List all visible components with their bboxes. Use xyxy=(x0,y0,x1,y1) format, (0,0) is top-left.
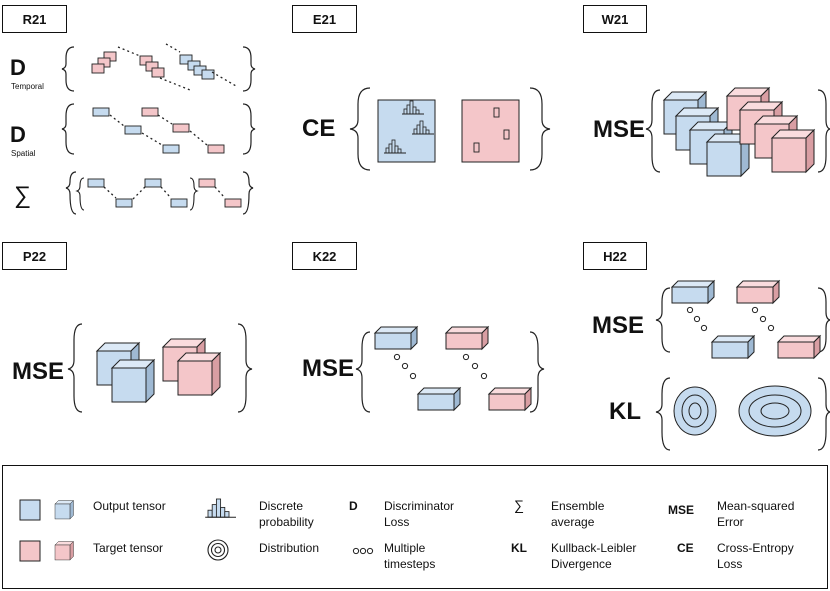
r21-spatial-group xyxy=(61,103,256,155)
legend-hist-icon xyxy=(205,498,236,518)
legend-timesteps-label: Multiple timesteps xyxy=(384,541,436,571)
tag-r21: R21 xyxy=(2,5,67,33)
r21-temporal-label: Temporal xyxy=(11,82,44,91)
p22-loss-label: MSE xyxy=(12,358,65,385)
r21-sum-symbol: ∑ xyxy=(14,182,32,209)
legend-box xyxy=(2,465,828,589)
legend-discriminator-label: Discriminator Loss xyxy=(384,499,455,529)
legend-discrete-label: Discrete probability xyxy=(259,499,314,529)
legend-sum-code: ∑ xyxy=(514,497,524,513)
legend-kl-label: Kullback-Leibler Divergence xyxy=(551,541,637,571)
k22-loss-label: MSE xyxy=(302,355,355,382)
legend-mse-label: Mean-squared Error xyxy=(717,499,795,529)
r21-d-temporal: D xyxy=(10,55,26,80)
h22-mse-graphic xyxy=(655,280,830,359)
tag-w21: W21 xyxy=(583,5,647,33)
legend-ce-code: CE xyxy=(677,541,694,555)
legend-d-code: D xyxy=(349,499,358,513)
w21-graphic xyxy=(645,87,830,177)
legend-target-label: Target tensor xyxy=(93,541,164,555)
h22-mse-label: MSE xyxy=(592,312,645,339)
r21-d-spatial: D xyxy=(10,122,26,147)
r21-ensemble-group xyxy=(65,171,254,215)
e21-loss-label: CE xyxy=(302,115,336,142)
tag-k22: K22 xyxy=(292,242,357,270)
e21-graphic xyxy=(349,87,551,171)
legend-timesteps-icon xyxy=(352,547,374,555)
legend-kl-code: KL xyxy=(511,541,527,555)
h22-kl-graphic xyxy=(655,377,830,451)
legend-output-label: Output tensor xyxy=(93,499,166,513)
k22-graphic xyxy=(355,326,545,413)
r21-spatial-label: Spatial xyxy=(11,149,36,158)
legend-icons xyxy=(19,498,374,562)
legend-mse-code: MSE xyxy=(668,503,695,517)
r21-temporal-group xyxy=(61,43,256,92)
legend-output-square xyxy=(19,499,41,521)
tag-h22: H22 xyxy=(583,242,647,270)
p22-graphic xyxy=(67,323,253,413)
legend-distribution-label: Distribution xyxy=(259,541,320,555)
legend-ce-label: Cross-Entropy Loss xyxy=(717,541,794,571)
h22-kl-label: KL xyxy=(609,398,641,425)
legend-distribution-icon xyxy=(207,539,229,561)
legend-ensemble-label: Ensemble average xyxy=(551,499,605,529)
w21-loss-label: MSE xyxy=(593,116,646,143)
tag-e21: E21 xyxy=(292,5,357,33)
legend-target-square xyxy=(19,540,41,562)
tag-p22: P22 xyxy=(2,242,67,270)
